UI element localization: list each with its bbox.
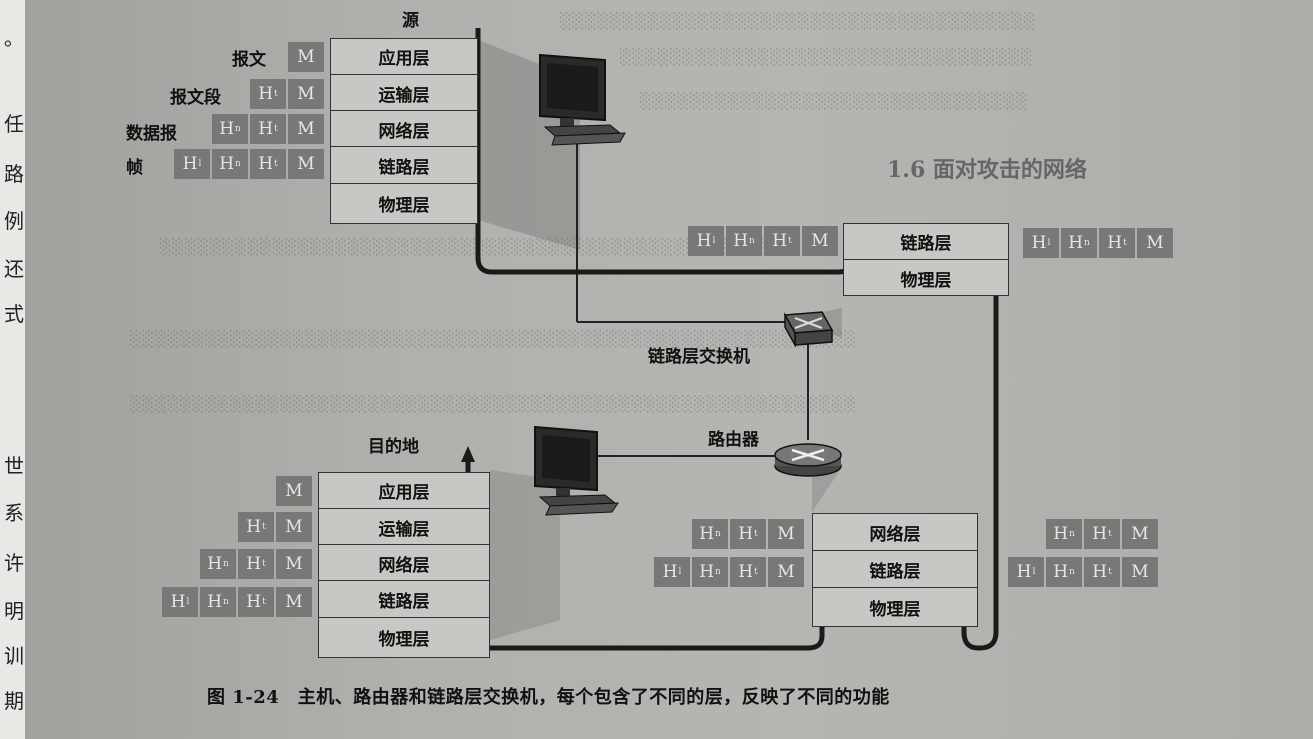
layer-network: 网络层 bbox=[813, 514, 977, 551]
layer-physical: 物理层 bbox=[319, 619, 489, 655]
row-label-datagram: 数据报 bbox=[126, 119, 177, 144]
message-box: M bbox=[288, 42, 324, 72]
message-box: M bbox=[276, 476, 312, 506]
link-layer-switch-icon bbox=[785, 312, 832, 345]
message-box: M bbox=[1122, 557, 1158, 587]
source-computer-icon bbox=[540, 55, 625, 145]
message-box: M bbox=[768, 519, 804, 549]
router-icon bbox=[775, 444, 841, 476]
row-label-segment: 报文段 bbox=[170, 83, 221, 108]
message-box: M bbox=[276, 549, 312, 579]
switch-protocol-stack: 链路层 物理层 bbox=[843, 223, 1009, 296]
source-title: 源 bbox=[402, 6, 419, 31]
arrow-head bbox=[461, 446, 475, 462]
layer-physical: 物理层 bbox=[331, 185, 477, 221]
message-box: M bbox=[276, 512, 312, 542]
message-box: M bbox=[802, 226, 838, 256]
router-protocol-stack: 网络层 链路层 物理层 bbox=[812, 513, 978, 627]
message-box: M bbox=[276, 587, 312, 617]
layer-link: 链路层 bbox=[331, 148, 477, 184]
message-box: M bbox=[768, 557, 804, 587]
destination-computer-icon bbox=[535, 427, 618, 515]
layer-application: 应用层 bbox=[319, 473, 489, 509]
layer-physical: 物理层 bbox=[844, 261, 1008, 295]
figure-caption: 图 1-24 主机、路由器和链路层交换机，每个包含了不同的层，反映了不同的功能 bbox=[207, 683, 890, 709]
message-box: M bbox=[288, 149, 324, 179]
router-label: 路由器 bbox=[708, 425, 759, 450]
layer-network: 网络层 bbox=[319, 546, 489, 581]
layer-link: 链路层 bbox=[813, 552, 977, 588]
switch-label: 链路层交换机 bbox=[648, 342, 750, 367]
row-label-frame: 帧 bbox=[126, 153, 143, 178]
layer-physical: 物理层 bbox=[813, 589, 977, 625]
layer-transport: 运输层 bbox=[331, 76, 477, 111]
message-box: M bbox=[288, 79, 324, 109]
layer-link: 链路层 bbox=[319, 582, 489, 618]
message-box: M bbox=[288, 114, 324, 144]
destination-protocol-stack: 应用层 运输层 网络层 链路层 物理层 bbox=[318, 472, 490, 658]
message-box: M bbox=[1122, 519, 1158, 549]
source-protocol-stack: 应用层 运输层 网络层 链路层 物理层 bbox=[330, 38, 478, 224]
row-label-message: 报文 bbox=[232, 45, 266, 70]
layer-transport: 运输层 bbox=[319, 510, 489, 545]
message-box: M bbox=[1137, 228, 1173, 258]
layer-application: 应用层 bbox=[331, 39, 477, 75]
projection-shadow bbox=[490, 470, 560, 640]
destination-title: 目的地 bbox=[368, 432, 419, 457]
layer-network: 网络层 bbox=[331, 112, 477, 147]
layer-link: 链路层 bbox=[844, 224, 1008, 260]
